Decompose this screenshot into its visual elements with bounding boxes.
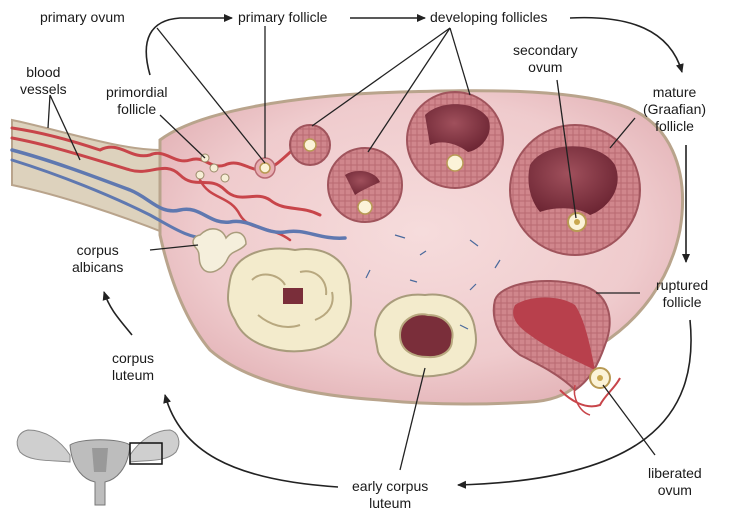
ruptured-follicle (492, 279, 621, 416)
label-secondary-ovum: secondary ovum (513, 42, 578, 75)
developing-follicle-medium (327, 147, 403, 223)
pointer-developing-3 (449, 27, 471, 96)
arrow-primordial-to-primary-follicle (145, 14, 233, 76)
liberated-ovum-cell (589, 367, 611, 389)
label-corpus-albicans: corpus albicans (72, 242, 124, 275)
label-early-corpus-luteum: early corpus luteum (352, 478, 429, 511)
corpus-albicans (192, 228, 247, 273)
pointer-primordial (159, 114, 206, 159)
label-primary-ovum: primary ovum (40, 9, 125, 25)
uterus-thumbnail (16, 429, 180, 506)
artery (10, 136, 322, 217)
label-primary-follicle: primary follicle (238, 9, 328, 25)
arrow-developing-to-mature (569, 16, 684, 73)
arrow-ruptured-to-early-luteum (457, 319, 692, 489)
pointer-blood-vessels-1 (47, 94, 51, 129)
pointer-primary-ovum (156, 27, 266, 164)
pointer-liberated-ovum (602, 384, 656, 456)
label-liberated-ovum: liberated ovum (648, 465, 702, 498)
label-ruptured-follicle: ruptured follicle (656, 277, 709, 310)
pointer-developing-1 (311, 27, 451, 127)
corpus-luteum (227, 247, 352, 353)
mature-graafian-follicle (509, 124, 641, 256)
developing-follicle-small (289, 124, 331, 166)
pointer-lines (47, 26, 656, 471)
developing-follicle-large (406, 91, 504, 189)
pointer-developing-2 (367, 27, 451, 153)
pointer-early-corpus-luteum (399, 367, 426, 471)
label-blood-vessels: blood vessels (20, 64, 67, 97)
label-corpus-luteum: corpus luteum (112, 350, 155, 383)
pointer-mature (609, 117, 636, 149)
vein (10, 158, 212, 240)
pointer-secondary-ovum (556, 79, 577, 219)
arrow-early-luteum-to-luteum (163, 394, 339, 488)
early-corpus-luteum (373, 293, 477, 378)
label-mature-follicle: mature (Graafian) follicle (643, 84, 707, 134)
vein (10, 148, 347, 240)
cycle-arrows (102, 14, 692, 489)
primary-follicle (254, 157, 276, 179)
arrow-luteum-to-albicans (102, 291, 133, 336)
label-primordial-follicle: primordial follicle (106, 84, 168, 117)
pointer-corpus-albicans (149, 244, 199, 251)
tissue-texture (365, 234, 501, 330)
pointer-blood-vessels-2 (49, 94, 81, 161)
label-developing-follicles: developing follicles (430, 9, 548, 25)
